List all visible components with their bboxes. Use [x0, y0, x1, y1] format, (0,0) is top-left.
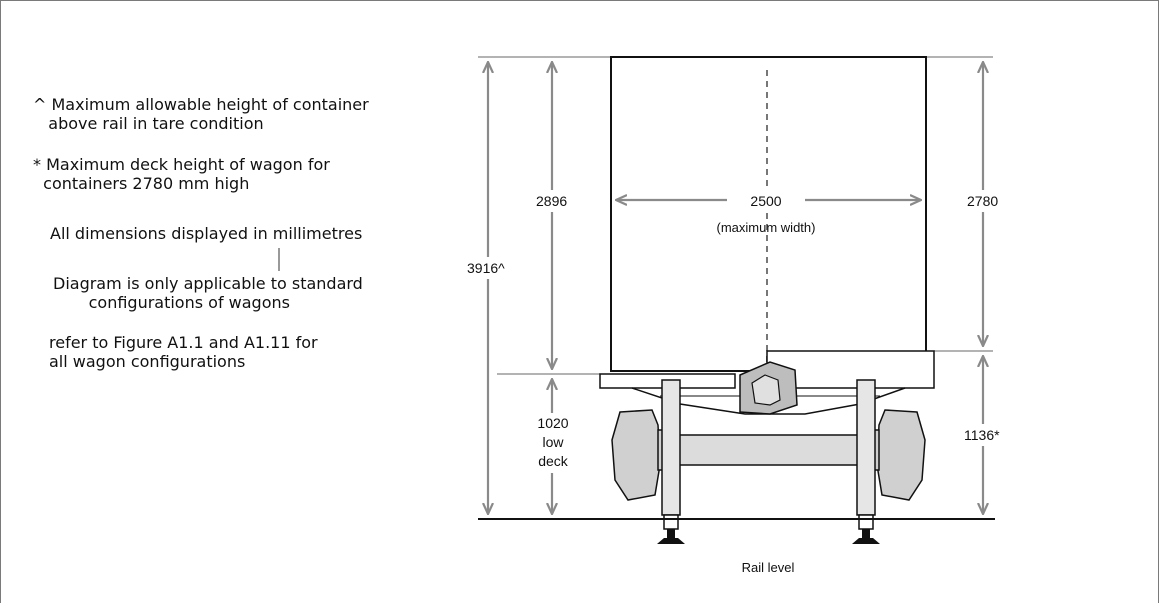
width-note-label: (maximum width)	[717, 220, 816, 235]
low-deck-value-label: 1020	[537, 415, 568, 431]
left-support-block	[663, 514, 679, 530]
note-units: All dimensions displayed in millimetres	[50, 224, 363, 243]
note-max-deck-height: * Maximum deck height of wagon for conta…	[33, 155, 330, 193]
label-gap	[532, 190, 574, 212]
right-wheel	[876, 409, 926, 501]
container-outline	[610, 56, 927, 372]
right-support-foot	[852, 538, 880, 544]
low-deck-word-label: low	[542, 434, 564, 450]
note-reference: refer to Figure A1.1 and A1.11 for all w…	[49, 333, 318, 371]
overall-height-label: 3916^	[467, 260, 505, 276]
label-gap	[962, 424, 1012, 446]
axle	[675, 434, 862, 466]
note-max-tare-height: ^ Maximum allowable height of container …	[33, 95, 369, 133]
left-wheel	[611, 409, 661, 501]
rail-level-label: Rail level	[742, 560, 795, 575]
label-gap	[962, 190, 1006, 212]
left-support-post	[667, 529, 675, 538]
right-bogie-side	[856, 379, 876, 516]
low-container-height-label: 2896	[536, 193, 567, 209]
note-applicability: Diagram is only applicable to standard c…	[53, 274, 363, 312]
high-container-height-label: 2780	[967, 193, 998, 209]
width-label: 2500	[750, 193, 781, 209]
left-support-foot	[657, 538, 685, 544]
label-gap	[727, 190, 805, 212]
right-support-block	[858, 514, 874, 530]
right-support-post	[862, 529, 870, 538]
left-bogie-side	[661, 379, 681, 516]
coupler-knuckle	[751, 374, 781, 406]
label-gap	[468, 257, 512, 279]
deck-height-label: 1136*	[964, 427, 1000, 443]
deck-word-label: deck	[538, 453, 569, 469]
label-gap	[530, 413, 576, 473]
